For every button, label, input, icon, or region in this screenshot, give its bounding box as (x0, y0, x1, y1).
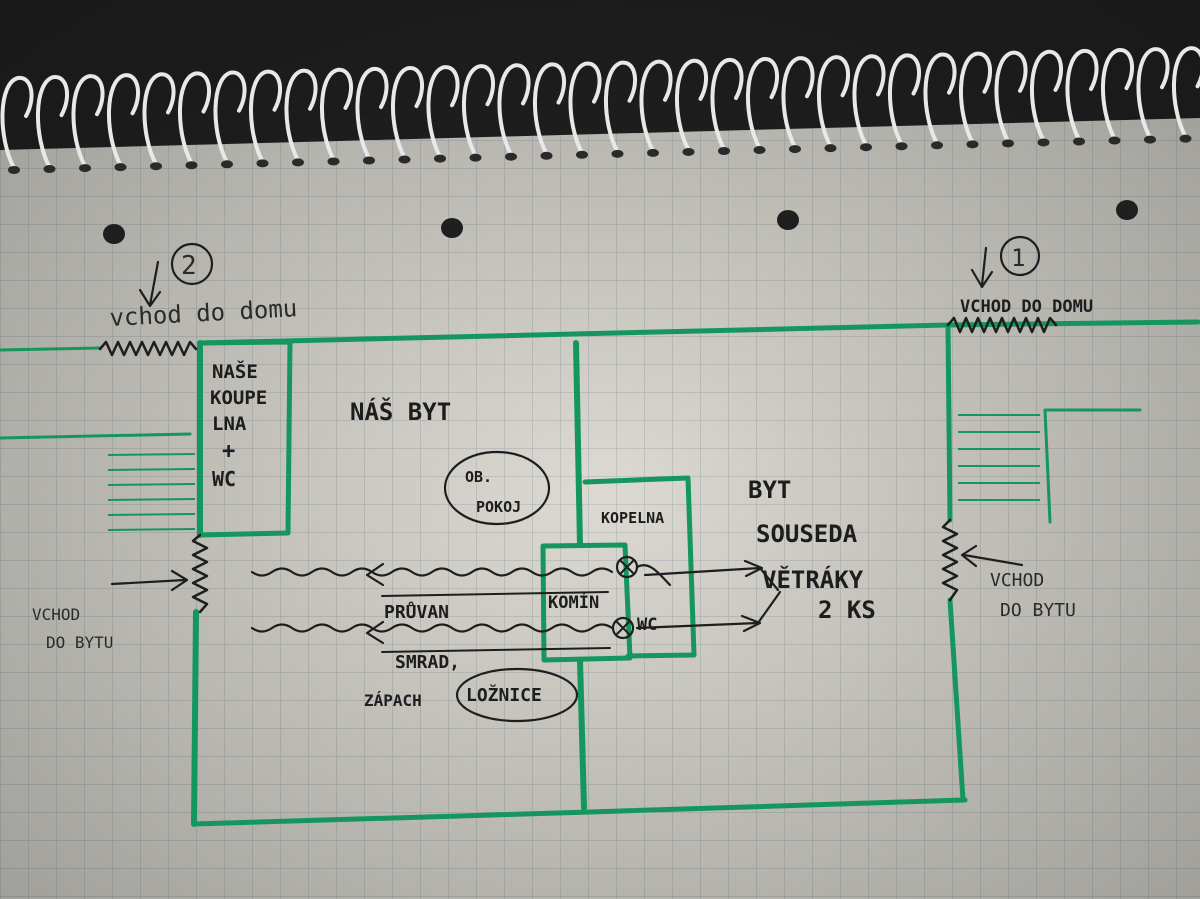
labels: 2 vchod do domu 1 VCHOD DO DOMU NAŠE KOU… (32, 244, 1093, 710)
fans-line: 2 KS (818, 596, 876, 624)
spiral-binding-icon (0, 46, 1200, 174)
flat-entrance-left-line: VCHOD (32, 605, 80, 624)
our-bathroom-line: WC (212, 467, 236, 491)
flat-entrance-left-line: DO BYTU (46, 633, 113, 652)
flat-entrance-right-line: VCHOD (990, 570, 1044, 591)
arrow-left-icon (960, 544, 1024, 568)
our-bathroom-line: + (222, 439, 235, 464)
neighbor-flat-line: SOUSEDA (756, 520, 858, 548)
fans-line: VĚTRÁKY (762, 565, 864, 594)
entrance-right-number: 1 (1011, 244, 1025, 272)
punch-hole-icon (103, 200, 1138, 244)
living-room-line: POKOJ (476, 498, 521, 516)
door-zigzag-icon (98, 316, 1058, 614)
chimney-label: KOMÍN (548, 591, 599, 613)
draft-label: PRŮVAN (384, 600, 449, 623)
neighbor-wc-label: WC (637, 615, 657, 635)
draft-flow-lines (250, 562, 614, 653)
entrance-right-label: VCHOD DO DOMU (960, 297, 1093, 317)
living-room-line: OB. (465, 468, 492, 486)
neighbor-flat-line: BYT (748, 476, 791, 504)
floor-plan-walls (0, 319, 1200, 827)
arrow-right-icon (110, 569, 189, 592)
bedroom-label: LOŽNICE (466, 684, 542, 706)
entrance-left-number: 2 (181, 251, 197, 281)
flat-entrance-right-line: DO BYTU (1000, 600, 1076, 621)
neighbor-bathroom-label: KOPELNA (601, 509, 664, 527)
our-flat-label: NÁŠ BYT (350, 396, 451, 426)
arrow-down-icon (138, 246, 994, 308)
our-bathroom-line: LNA (212, 413, 247, 435)
our-bathroom-line: KOUPE (210, 387, 267, 409)
our-bathroom-line: NAŠE (212, 359, 258, 383)
smell-label-2: ZÁPACH (364, 691, 422, 710)
smell-label: SMRAD, (395, 652, 460, 673)
